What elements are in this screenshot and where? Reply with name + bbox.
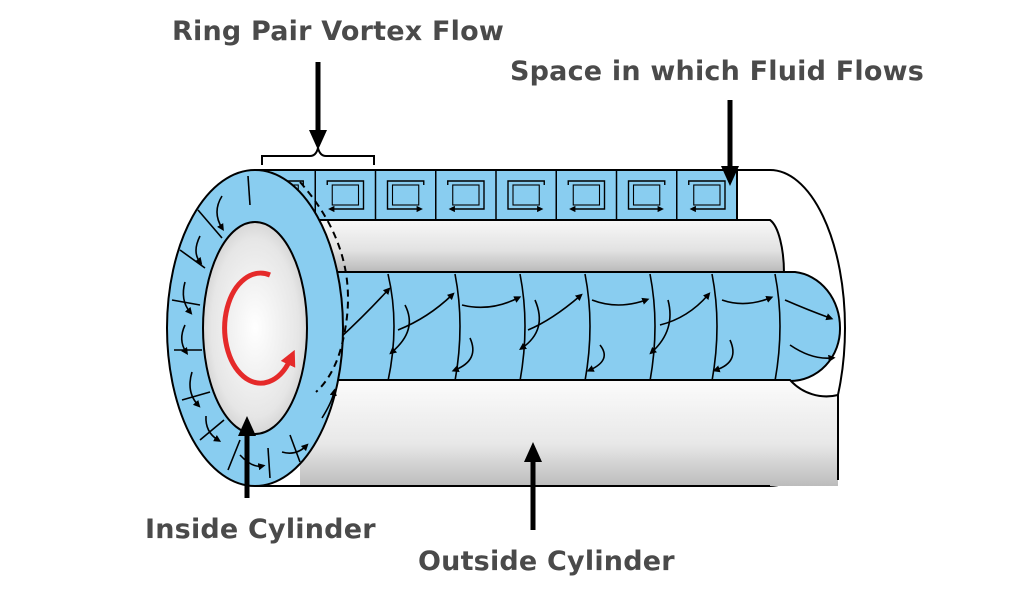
inner-cylinder-bottom-body — [300, 380, 838, 486]
fluid-space-label: Space in which Fluid Flows — [510, 56, 924, 87]
vortex-cell-inner-8 — [693, 184, 721, 206]
ring-pair-vortex-flow-label: Ring Pair Vortex Flow — [172, 16, 504, 47]
vortex-cell-inner-2 — [331, 184, 360, 206]
outside-cylinder-label: Outside Cylinder — [418, 546, 675, 577]
vortex-cell-inner-7 — [632, 184, 661, 206]
annulus-flow-lines — [171, 175, 337, 479]
fluid-cutaway-band — [299, 271, 842, 382]
callout-arrows — [238, 62, 739, 530]
vortex-cell-loop-5 — [507, 180, 545, 213]
inside-cylinder-label: Inside Cylinder — [145, 514, 376, 545]
vortex-cell-inner-6 — [572, 184, 601, 206]
vortex-cell-loop-4 — [447, 180, 485, 213]
vortex-cell-loop-7 — [627, 180, 666, 213]
vortex-cell-inner-5 — [512, 184, 540, 206]
fluid-vortex-lines — [339, 273, 836, 382]
rotation-arrow-icon — [222, 270, 296, 386]
vortex-cell-inner-4 — [452, 184, 480, 206]
vortex-cell-inner-3 — [391, 184, 420, 206]
vortex-cell-loop-6 — [567, 180, 606, 213]
inner-cylinder-face — [202, 221, 308, 435]
vortex-cell-strip — [254, 169, 738, 221]
vortex-cell-loop-8 — [688, 180, 726, 213]
hidden-edge-dashed — [299, 181, 349, 393]
ring-pair-bracket — [261, 147, 375, 165]
vortex-cell-loop-3 — [386, 180, 425, 213]
vortex-cell-loop-2 — [326, 180, 365, 213]
